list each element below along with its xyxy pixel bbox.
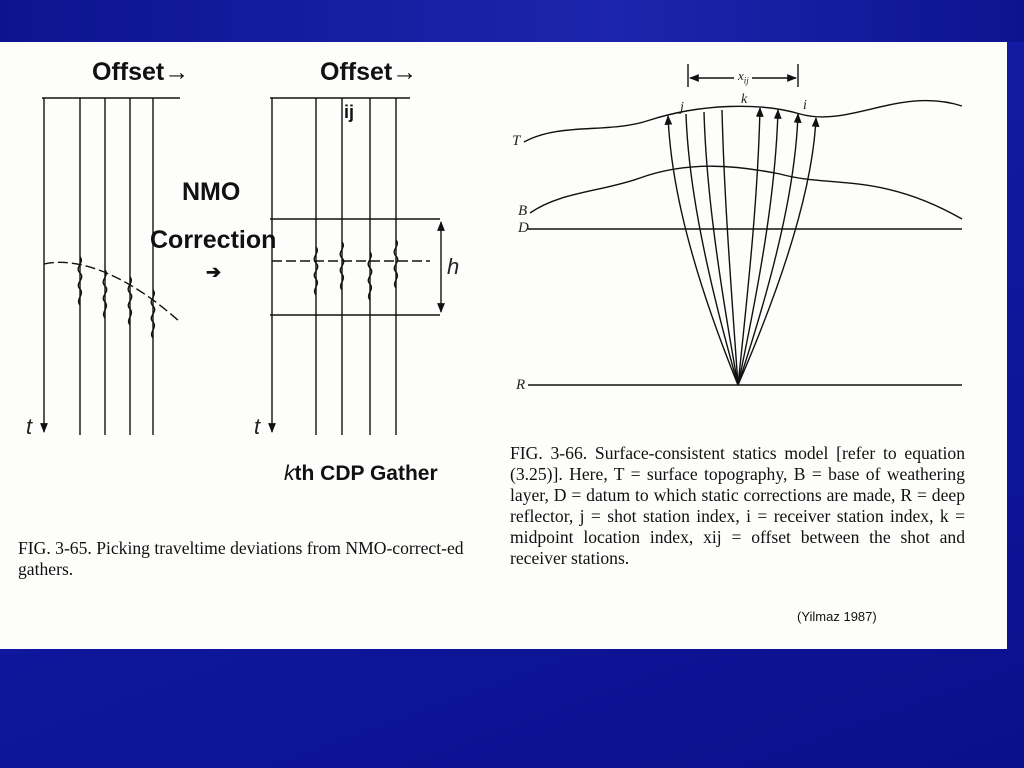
T-label: T <box>512 133 521 149</box>
D-label: D <box>518 220 529 236</box>
t-axis-label-left: t <box>26 414 33 439</box>
surface-T <box>523 99 963 143</box>
trace-ij-label: ij <box>344 102 355 122</box>
k-label: k <box>741 92 748 107</box>
nmo-label: NMO <box>182 178 241 206</box>
figure-drawing <box>40 64 963 435</box>
fig365-caption: FIG. 3-65. Picking traveltime deviations… <box>18 538 464 579</box>
nmo-curve <box>43 261 181 323</box>
t-axis-label-right: t <box>254 414 261 439</box>
slide-image-panel: Offset→ Offset→ NMO Correction ➔ ij h t … <box>0 42 1007 649</box>
fig366-caption: FIG. 3-66. Surface-consistent statics mo… <box>510 443 965 568</box>
top-band <box>0 0 1024 42</box>
correction-label: Correction <box>150 226 277 254</box>
offset-label-left: Offset→ <box>92 58 190 86</box>
cdp-gather-label: kth CDP Gather <box>284 462 438 486</box>
gather-rest: th CDP Gather <box>294 462 438 485</box>
x-ij-label: xij <box>738 68 749 86</box>
right-arrow-icon: ➔ <box>206 262 222 282</box>
R-label: R <box>516 377 526 393</box>
citation-label: (Yilmaz 1987) <box>797 609 877 624</box>
i-label: i <box>803 98 807 113</box>
j-label: j <box>680 100 684 115</box>
B-label: B <box>518 203 528 219</box>
wavelet <box>77 256 83 306</box>
x-label: x <box>738 68 744 83</box>
x-sub: ij <box>743 75 749 86</box>
base-B <box>529 165 963 220</box>
offset-label-right: Offset→ <box>320 58 418 86</box>
h-label: h <box>447 254 460 279</box>
gather-k: k <box>284 462 295 485</box>
